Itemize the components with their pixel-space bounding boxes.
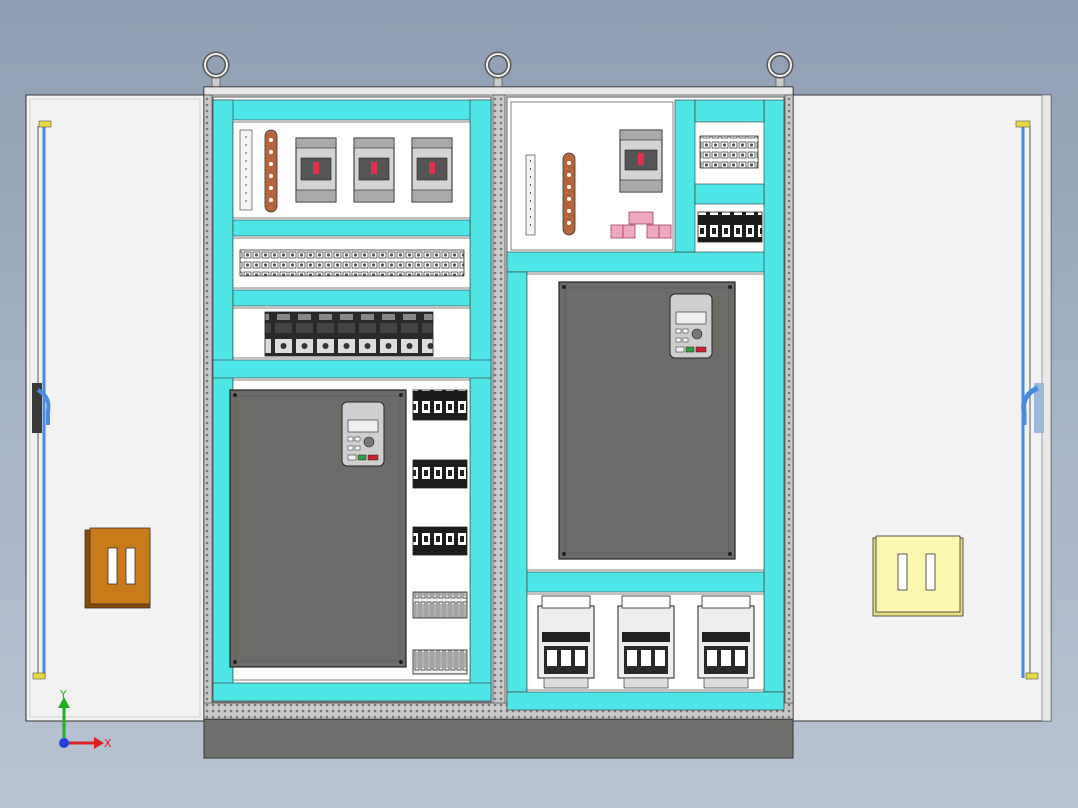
right-door-latch	[1021, 383, 1044, 433]
left-vfd-keypad	[341, 401, 385, 467]
left-door-latch	[32, 383, 51, 433]
right-copper-busbar	[562, 152, 576, 236]
right-din-rails	[506, 99, 785, 711]
left-terminal-group-1	[412, 389, 468, 421]
lifting-eye-center	[484, 51, 512, 89]
left-terminal-group-2	[412, 459, 468, 489]
contactor-2	[617, 595, 675, 689]
x-axis-label: X	[104, 737, 112, 750]
coordinate-triad: Y X	[58, 688, 112, 750]
left-copper-busbar	[264, 129, 278, 213]
right-pink-blocks	[610, 211, 672, 239]
right-terminal-group	[697, 211, 763, 243]
left-breaker-3	[411, 137, 453, 203]
right-door-handle	[872, 535, 964, 617]
left-door-handle	[84, 527, 151, 609]
left-terminal-group-3	[412, 526, 468, 556]
lifting-eye-left	[202, 51, 230, 89]
left-terminal-group-5	[412, 649, 468, 675]
left-breaker-2	[353, 137, 395, 203]
right-small-breakers	[699, 135, 759, 169]
left-din-rails	[212, 99, 492, 702]
right-door	[792, 94, 1052, 722]
left-terminal-group-4	[412, 591, 468, 619]
right-vfd-keypad	[669, 293, 713, 359]
left-door	[25, 94, 205, 722]
left-terminal-strip	[232, 237, 471, 289]
left-relay-row	[232, 307, 471, 359]
right-breaker	[619, 129, 663, 193]
contactor-3	[697, 595, 755, 689]
left-breaker-1	[295, 137, 337, 203]
y-axis-label: Y	[59, 688, 67, 701]
contactor-1	[537, 595, 595, 689]
lifting-eye-right	[766, 51, 794, 89]
base-plinth	[203, 718, 794, 759]
